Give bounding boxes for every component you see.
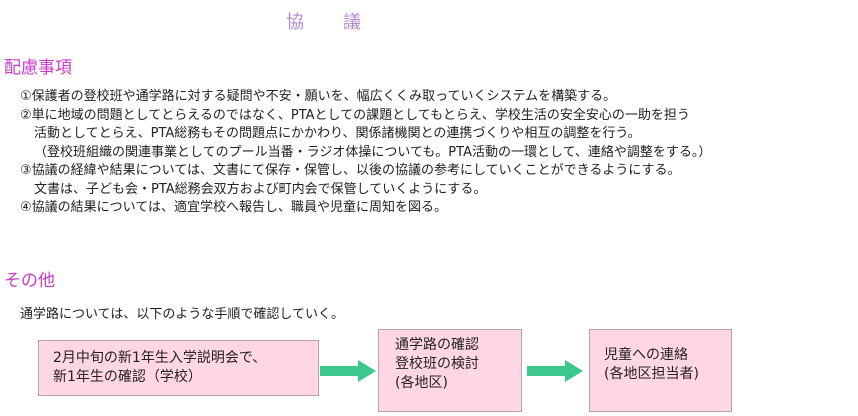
flow-step-2-line: 登校班の検討 [395, 356, 479, 372]
section-heading-considerations: 配慮事項 [4, 58, 72, 78]
flow-step-3-box: 児童への連絡 (各地区担当者) [589, 329, 732, 412]
list-item: ②単に地域の問題としてとらえるのではなく、PTAとしての課題としてもとらえ、学校… [20, 107, 690, 123]
page-title: 協 議 [286, 12, 362, 33]
list-item: ④協議の結果については、適宜学校へ報告し、職員や児童に周知を図る。 [20, 200, 448, 215]
considerations-list: ①保護者の登校班や通学路に対する疑問や不安・願いを、幅広くくみ取っていくシステム… [20, 88, 711, 218]
flow-step-1-line: 新1年生の確認（学校） [53, 369, 202, 385]
flow-step-2-line: (各地区) [395, 375, 448, 391]
list-item: 活動としてとらえ、PTA総務もその問題点にかかわり、関係諸機関との連携づくりや相… [34, 126, 641, 141]
flow-step-1-line: 2月中旬の新1年生入学説明会で、 [53, 350, 267, 366]
other-intro-text: 通学路については、以下のような手順で確認していく。 [20, 307, 344, 322]
flow-step-3-line: (各地区担当者) [604, 366, 699, 382]
flow-step-1-box: 2月中旬の新1年生入学説明会で、 新1年生の確認（学校） [38, 340, 319, 396]
list-item: 文書は、子ども会・PTA総務会双方および町内会で保管していくようにする。 [34, 181, 487, 197]
list-item: ①保護者の登校班や通学路に対する疑問や不安・願いを、幅広くくみ取っていくシステム… [20, 89, 617, 104]
flow-arrow-icon [320, 360, 376, 382]
flow-step-2-box: 通学路の確認 登校班の検討 (各地区) [378, 329, 522, 412]
section-heading-other: その他 [4, 271, 55, 291]
flow-arrow-icon [527, 360, 583, 382]
flow-step-3-line: 児童への連絡 [604, 347, 688, 363]
list-item: ③協議の経緯や結果については、文書にて保存・保管し、以後の協議の参考にしていくこ… [20, 163, 681, 178]
list-item: （登校班組織の関連事業としてのプール当番・ラジオ体操についても。PTA活動の一環… [34, 144, 712, 160]
flow-step-2-line: 通学路の確認 [395, 337, 479, 353]
